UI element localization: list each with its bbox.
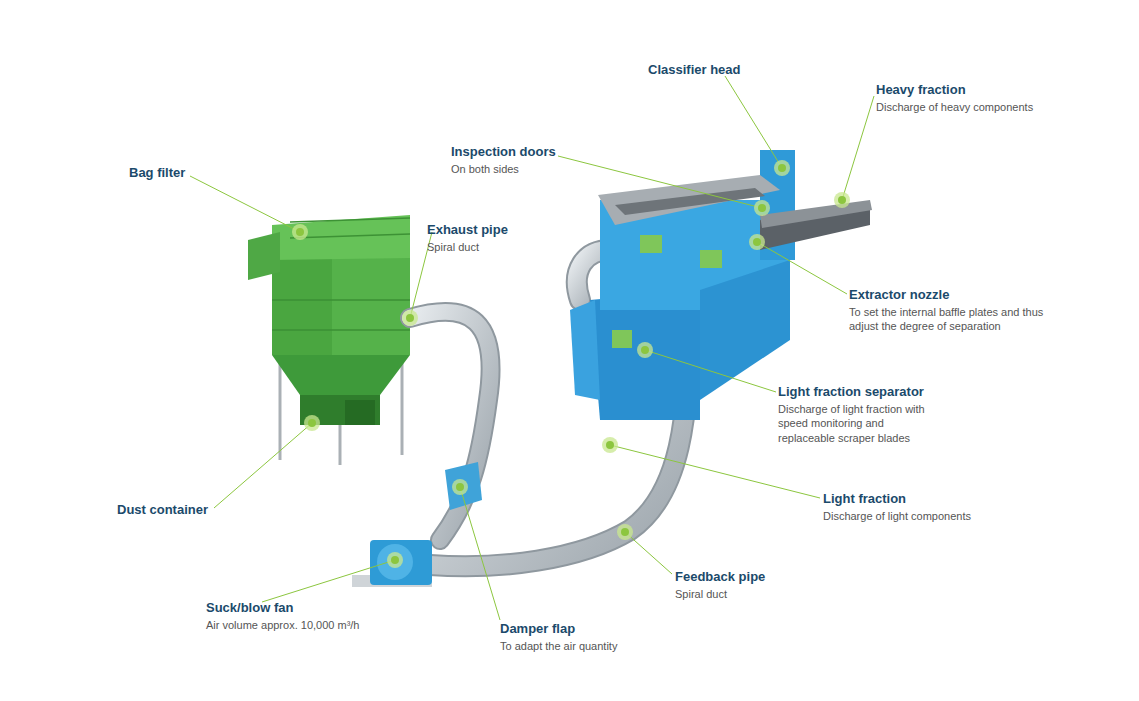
part-note: To set the internal baffle plates and th…: [849, 305, 1049, 334]
part-name: Light fraction: [823, 491, 1023, 508]
part-note: Discharge of light fraction with speed m…: [778, 402, 938, 445]
part-note: On both sides: [451, 162, 631, 176]
part-name: Feedback pipe: [675, 569, 835, 586]
part-note: Discharge of heavy components: [876, 100, 1096, 114]
part-note: Discharge of light components: [823, 509, 1043, 523]
callout-dots: [292, 160, 850, 568]
part-name: Inspection doors: [451, 144, 631, 161]
part-note: To adapt the air quantity: [500, 639, 700, 653]
part-note: Air volume approx. 10,000 m³/h: [206, 618, 426, 632]
part-name: Damper flap: [500, 621, 660, 638]
part-name: Light fraction separator: [778, 384, 998, 401]
part-name: Suck/blow fan: [206, 600, 366, 617]
part-note: Spiral duct: [675, 587, 835, 601]
bag-filter: [248, 215, 410, 465]
classifier: [570, 150, 872, 420]
leader-lines: [190, 76, 874, 620]
part-name: Classifier head: [648, 62, 808, 79]
fan-and-damper: [352, 462, 482, 587]
part-name: Bag filter: [129, 165, 249, 182]
part-name: Heavy fraction: [876, 82, 1076, 99]
part-name: Extractor nozzle: [849, 287, 1049, 304]
part-name: Dust container: [117, 502, 257, 519]
part-note: Spiral duct: [427, 240, 567, 254]
part-name: Exhaust pipe: [427, 222, 567, 239]
